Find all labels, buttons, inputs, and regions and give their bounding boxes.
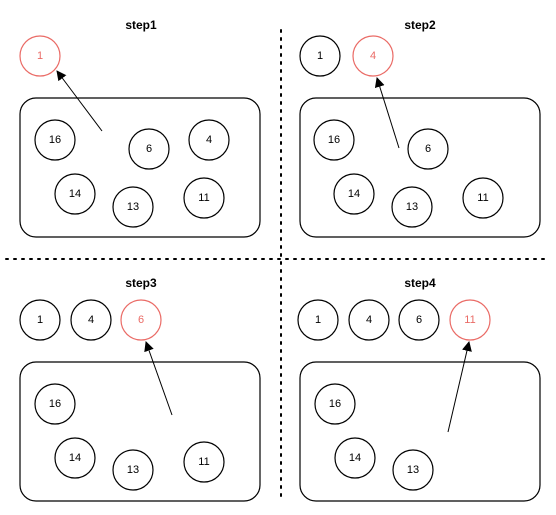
- selected-node: 6: [120, 299, 162, 341]
- svg-text:1: 1: [315, 314, 321, 326]
- svg-text:1: 1: [37, 50, 43, 62]
- heap-node: 16: [313, 119, 355, 161]
- heap-node: 13: [391, 186, 433, 228]
- svg-text:16: 16: [329, 398, 341, 410]
- arrow: [56, 70, 103, 132]
- heap-node: 11: [183, 441, 225, 483]
- panel-step4: step4 1 4 6 11 16 14 13: [297, 276, 541, 502]
- svg-text:14: 14: [69, 188, 81, 200]
- heap-node: 14: [333, 173, 375, 215]
- selected-node: 1: [297, 299, 339, 341]
- svg-text:14: 14: [349, 452, 361, 464]
- panel-step2: step2 1 4 16 6 14 13 11: [299, 18, 541, 238]
- svg-text:1: 1: [317, 50, 323, 62]
- svg-text:4: 4: [366, 314, 372, 326]
- heap-node: 6: [128, 128, 170, 170]
- heap-node: 14: [54, 173, 96, 215]
- heap-node: 14: [54, 437, 96, 479]
- heap-node: 13: [112, 186, 154, 228]
- svg-text:13: 13: [407, 464, 419, 476]
- arrow: [447, 341, 472, 433]
- svg-text:6: 6: [146, 143, 152, 155]
- selected-node: 4: [70, 299, 112, 341]
- svg-text:11: 11: [464, 314, 475, 326]
- step-title: step3: [125, 276, 157, 290]
- selected-node: 11: [449, 299, 491, 341]
- selected-node: 4: [348, 299, 390, 341]
- svg-text:13: 13: [406, 201, 418, 213]
- selected-node: 4: [352, 35, 394, 77]
- heap-node: 13: [112, 449, 154, 491]
- svg-text:13: 13: [127, 201, 139, 213]
- heap-node: 11: [462, 177, 504, 219]
- svg-text:14: 14: [69, 452, 81, 464]
- arrow: [374, 77, 400, 149]
- svg-text:4: 4: [88, 314, 94, 326]
- svg-text:16: 16: [49, 134, 61, 146]
- panel-step3: step3 1 4 6 16 14 13 11: [19, 276, 261, 502]
- selected-node: 6: [398, 299, 440, 341]
- arrow: [144, 341, 173, 416]
- heap-node: 16: [34, 383, 76, 425]
- selected-node: 1: [19, 299, 61, 341]
- step-title: step4: [404, 276, 436, 290]
- svg-text:11: 11: [477, 192, 488, 204]
- heap-node: 4: [188, 119, 230, 161]
- svg-text:11: 11: [198, 456, 209, 468]
- svg-text:11: 11: [198, 192, 209, 204]
- selected-node: 1: [19, 35, 61, 77]
- svg-text:6: 6: [425, 143, 431, 155]
- heap-node: 6: [407, 128, 449, 170]
- svg-text:13: 13: [127, 464, 139, 476]
- svg-text:1: 1: [37, 314, 43, 326]
- svg-text:14: 14: [348, 188, 360, 200]
- heap-node: 16: [314, 383, 356, 425]
- heap-node: 14: [334, 437, 376, 479]
- svg-text:16: 16: [49, 398, 61, 410]
- svg-text:16: 16: [328, 134, 340, 146]
- heap-node: 13: [392, 449, 434, 491]
- step-title: step1: [125, 18, 157, 32]
- panel-step1: step1 1 16 6 4 14 13 11: [19, 18, 261, 238]
- heap-node: 16: [34, 119, 76, 161]
- heap-node: 11: [183, 177, 225, 219]
- selected-node: 1: [299, 35, 341, 77]
- svg-text:6: 6: [416, 314, 422, 326]
- svg-text:6: 6: [138, 314, 144, 326]
- step-title: step2: [404, 18, 436, 32]
- svg-text:4: 4: [370, 50, 376, 62]
- svg-text:4: 4: [206, 134, 212, 146]
